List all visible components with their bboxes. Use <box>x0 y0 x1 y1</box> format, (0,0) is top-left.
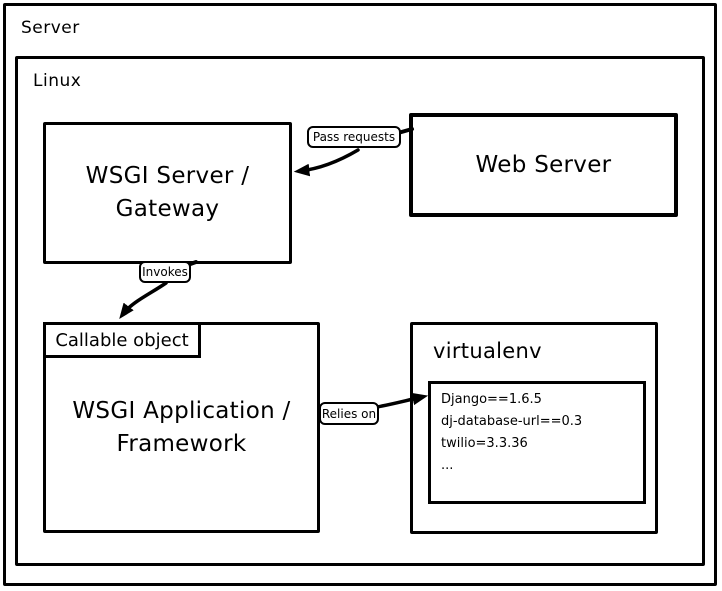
invokes-label: Invokes <box>139 261 191 283</box>
wsgi-application-title: WSGI Application / Framework <box>72 397 291 457</box>
callable-object-tab-label: Callable object <box>55 329 189 351</box>
package-line: twilio=3.3.36 <box>441 436 528 451</box>
callable-object-tab: Callable object <box>43 322 201 358</box>
linux-label: Linux <box>33 71 82 91</box>
pass-requests-label-text: Pass requests <box>312 130 396 144</box>
wsgi-server-title: WSGI Server / Gateway <box>85 163 250 222</box>
invokes-label-text: Invokes <box>142 265 188 279</box>
package-line: dj-database-url==0.3 <box>441 414 583 429</box>
package-line: ... <box>441 458 454 473</box>
relies-on-label-text: Relies on <box>321 406 377 421</box>
web-server-node: Web Server <box>409 113 678 217</box>
wsgi-server-node: WSGI Server / Gateway <box>43 122 292 264</box>
requirements-box: Django==1.6.5 dj-database-url==0.3 twili… <box>428 381 646 504</box>
pass-requests-label: Pass requests <box>307 126 401 148</box>
virtualenv-title: virtualenv <box>433 339 542 363</box>
web-server-title: Web Server <box>475 151 612 178</box>
relies-on-label: Relies on <box>319 402 379 425</box>
package-line: Django==1.6.5 <box>441 392 542 407</box>
server-label: Server <box>21 18 80 38</box>
